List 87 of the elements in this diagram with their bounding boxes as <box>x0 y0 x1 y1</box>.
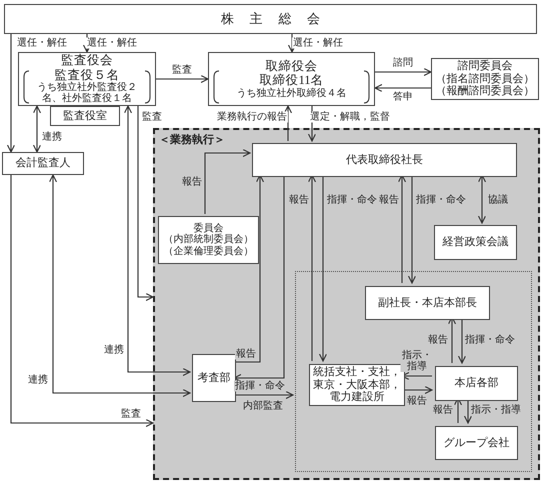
box-title: 副社長・本店本部長 <box>378 296 477 310</box>
edge-label: 報告 <box>181 176 203 188</box>
edge-label: 報告 <box>432 404 454 416</box>
edge-label: 選定・解職，監督 <box>309 112 391 122</box>
org-box <box>192 354 236 402</box>
arrow <box>284 105 292 141</box>
edge-label: 指揮・命令 <box>326 194 378 206</box>
box-text: 監査役５名 <box>54 68 120 82</box>
org-box <box>435 366 518 401</box>
box-text: うち独立社外取締役４名 <box>236 88 346 100</box>
arrow <box>402 386 433 394</box>
box-title: 統括支社・支社，東京・大阪本部，電力建設所 <box>313 366 401 404</box>
arrow <box>375 68 432 76</box>
box-text: （内部統制委員会） <box>164 234 254 246</box>
org-box <box>18 52 156 106</box>
box-title: 代表取締役社長 <box>346 154 423 166</box>
org-box <box>365 286 490 320</box>
box-text: （企業倫理委員会） <box>164 246 254 258</box>
org-box <box>435 426 518 460</box>
edge-label: 業務執行の報告 <box>216 112 288 122</box>
arrow <box>10 175 154 428</box>
edge-label: 選任・解任 <box>86 38 138 48</box>
edge-label: 選任・解任 <box>292 38 344 48</box>
arrow <box>308 174 316 361</box>
box-text: 取締役11名 <box>259 73 324 88</box>
double-arrow <box>32 105 42 153</box>
arrow <box>288 34 296 53</box>
arrow <box>458 317 466 364</box>
box-title: 取締役会 <box>266 58 318 74</box>
box-title: 会計監査人 <box>16 157 70 170</box>
arrow <box>374 84 431 92</box>
arrow <box>464 398 472 424</box>
box-title: グループ会社 <box>444 436 510 450</box>
org-box <box>158 216 259 264</box>
box-title: 考査部 <box>198 372 230 384</box>
edge-label: 内部監査 <box>242 400 284 412</box>
edge-label: 協議 <box>487 194 509 206</box>
edge-label: 指揮・命令 <box>415 194 467 206</box>
org-box <box>434 225 517 260</box>
org-box <box>50 106 120 126</box>
box-title: 本店各部 <box>454 377 498 390</box>
org-box <box>2 152 84 175</box>
org-box <box>431 58 539 100</box>
box-text: うち独立社外監査役２名、社外監査役１名 <box>36 82 138 105</box>
box-title: 諮問委員会 <box>458 60 512 72</box>
edge-label: 指揮・命令 <box>464 334 516 346</box>
edge-label: 連携 <box>27 374 49 386</box>
region-title: ＜業務執行＞ <box>159 132 225 147</box>
edge-label: 指示・指導 <box>470 404 522 416</box>
edge-label: 連携 <box>41 132 63 142</box>
org-box <box>4 4 537 34</box>
edge-label: 報告 <box>378 194 400 206</box>
arrow <box>234 390 294 400</box>
edge-label: 答申 <box>392 92 414 102</box>
box-title: 株主総会 <box>221 12 336 26</box>
double-arrow <box>124 105 191 376</box>
double-arrow <box>478 174 486 224</box>
edge-label: 監査 <box>141 112 163 122</box>
box-text: （報酬諮問委員会） <box>436 85 534 98</box>
edge-label: 報告 <box>427 334 449 346</box>
box-text: （指名諮問委員会） <box>436 72 534 85</box>
box-title: 監査役室 <box>63 110 107 122</box>
edge-label: 監査 <box>120 408 142 420</box>
edge-label: 諮問 <box>392 58 414 68</box>
edge-label: 選任・解任 <box>16 38 68 48</box>
arrow <box>6 34 16 153</box>
arrow <box>233 175 285 382</box>
arrow <box>156 74 209 84</box>
arrow <box>234 174 264 363</box>
box-title: 委員会 <box>194 222 224 234</box>
dashed-region <box>153 128 540 480</box>
box-title: 経営政策会議 <box>442 236 508 249</box>
arrow <box>398 174 406 283</box>
double-arrow <box>48 174 191 398</box>
edge-label: 報告 <box>406 396 428 406</box>
org-box <box>208 52 375 106</box>
box-title: 監査役会 <box>61 53 113 68</box>
arrow <box>318 175 328 362</box>
edge-label: 報告 <box>288 194 310 206</box>
edge-label: 指揮・命令 <box>234 380 286 392</box>
edge-label: 連携 <box>103 344 125 356</box>
edge-label: 報告 <box>235 348 257 360</box>
arrow <box>408 175 416 284</box>
arrow <box>137 106 154 302</box>
org-box <box>252 143 517 177</box>
edge-label: 監査 <box>171 64 193 76</box>
arrow <box>204 148 251 214</box>
